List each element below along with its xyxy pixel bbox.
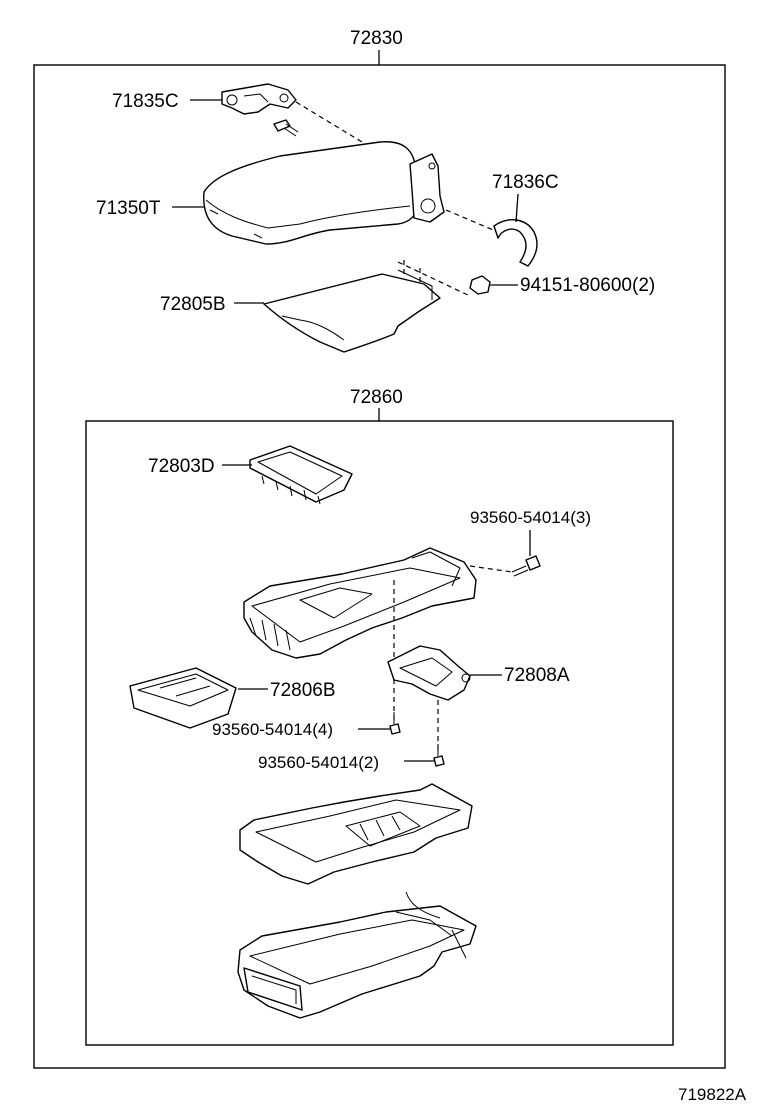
hinge-bracket-71835C xyxy=(221,83,297,115)
screw-93560-2 xyxy=(433,744,445,767)
console-box xyxy=(243,547,477,659)
label-72806B: 72806B xyxy=(270,680,336,701)
label-93560-54014-4: 93560-54014(4) xyxy=(212,720,333,739)
nut-94151 xyxy=(469,275,491,295)
label-72805B: 72805B xyxy=(160,294,226,315)
screw-93560-3 xyxy=(511,555,541,577)
dash-71350T xyxy=(445,209,499,233)
label-71836C: 71836C xyxy=(492,172,559,193)
assembly-number-72860: 72860 xyxy=(350,387,403,408)
armrest-lid-71350T xyxy=(203,141,445,245)
leader-71836C xyxy=(515,193,519,223)
dash-71835C xyxy=(295,101,363,143)
label-93560-54014-3: 93560-54014(3) xyxy=(470,508,591,527)
screw xyxy=(273,119,299,137)
screw-93560-4 xyxy=(389,712,401,735)
label-71350T: 71350T xyxy=(96,198,161,219)
label-72803D: 72803D xyxy=(148,456,215,477)
dash-93560-3 xyxy=(469,565,513,573)
assembly-number-72830: 72830 xyxy=(350,28,403,49)
label-94151-80600: 94151-80600(2) xyxy=(520,275,655,296)
bracket-72808A xyxy=(387,645,471,701)
tray-72806B xyxy=(129,667,237,729)
label-72808A: 72808A xyxy=(504,665,570,686)
hinge-cover-71836C xyxy=(493,219,538,267)
assembly-box-72830 xyxy=(33,64,726,1069)
figure-id: 719822A xyxy=(678,1085,747,1104)
label-71835C: 71835C xyxy=(112,91,179,112)
bezel-72803D xyxy=(249,445,353,505)
label-93560-54014-2: 93560-54014(2) xyxy=(258,753,379,772)
console-body xyxy=(237,891,477,1019)
assembly-box-72860 xyxy=(85,420,674,1046)
lid-panel-72805B xyxy=(263,260,471,353)
console-liner xyxy=(239,783,473,885)
